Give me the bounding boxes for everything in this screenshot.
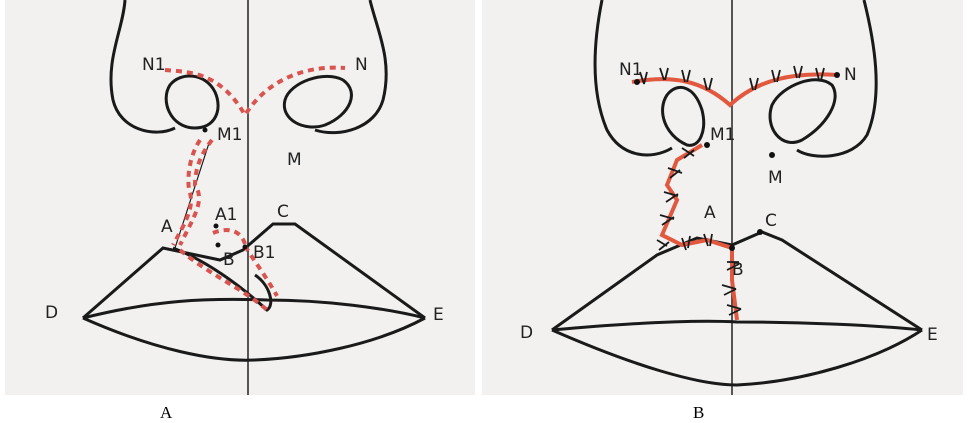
label-c: C xyxy=(277,202,289,222)
label-e: E xyxy=(433,305,444,325)
lip-commissure-line xyxy=(83,299,425,318)
point-n xyxy=(834,72,840,78)
columella-incision-dashed-2 xyxy=(173,140,200,245)
nose-right-ala xyxy=(315,0,386,133)
label-b1: B1 xyxy=(253,243,275,263)
label-d: D xyxy=(45,303,58,323)
nostril-left xyxy=(166,76,218,128)
nostril-right xyxy=(284,76,351,127)
a1-incision-dashed xyxy=(213,230,245,244)
label-b: B xyxy=(732,260,744,280)
label-m1: M1 xyxy=(217,125,242,145)
point-m1 xyxy=(203,128,208,133)
point-b1 xyxy=(243,245,248,250)
lower-lip-line xyxy=(83,318,425,360)
nasal-incision-dashed xyxy=(165,68,345,115)
label-n1: N1 xyxy=(619,60,643,80)
panel-a-drawing: N1 N M1 M A A1 B B1 C D E xyxy=(5,0,475,395)
label-d: D xyxy=(520,323,533,343)
columella-incision-dashed xyxy=(180,140,212,245)
nostril-right xyxy=(770,80,835,143)
nostril-left xyxy=(663,87,704,145)
point-m xyxy=(769,152,775,158)
label-n1: N1 xyxy=(142,55,166,75)
point-c xyxy=(757,229,763,235)
label-c: C xyxy=(765,211,777,231)
panel-b-drawing: N1 N M1 M A B C D E xyxy=(482,0,963,395)
panel-b: N1 N M1 M A B C D E xyxy=(482,0,963,395)
label-a1: A1 xyxy=(215,205,237,225)
upper-lip-line xyxy=(83,224,425,318)
label-n: N xyxy=(844,65,857,85)
caption-a: A xyxy=(160,403,172,423)
caption-b: B xyxy=(693,403,704,423)
philtral-line xyxy=(175,140,210,248)
label-a: A xyxy=(161,217,173,237)
label-n: N xyxy=(355,55,368,75)
label-m: M xyxy=(768,168,783,188)
lower-lip-line xyxy=(552,330,922,385)
label-e: E xyxy=(927,325,938,345)
label-m1: M1 xyxy=(710,125,735,145)
label-b: B xyxy=(223,250,235,270)
nose-right-ala xyxy=(797,0,876,156)
point-b xyxy=(729,245,735,251)
label-a: A xyxy=(704,203,716,223)
point-b xyxy=(216,243,221,248)
panel-a: N1 N M1 M A A1 B B1 C D E xyxy=(5,0,475,395)
lip-commissure-line xyxy=(552,321,922,330)
label-m: M xyxy=(287,150,302,170)
